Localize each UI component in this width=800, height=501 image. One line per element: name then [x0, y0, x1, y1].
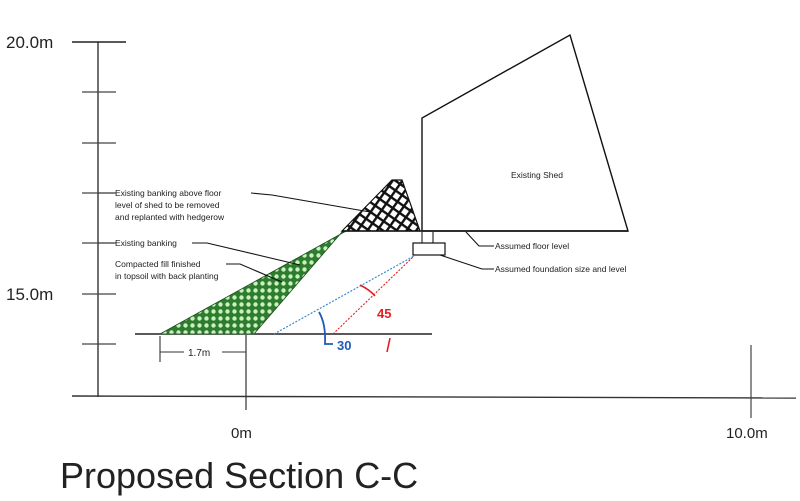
angle-arc-30	[318, 311, 333, 345]
leader-line	[226, 263, 283, 283]
dimension-1-7m: 1.7m	[159, 336, 246, 362]
leader-line	[250, 192, 371, 213]
angle-line-30	[273, 255, 415, 335]
annotation-existing-banking: Existing banking	[98, 238, 301, 266]
horizontal-axis: 0m 10.0m	[71, 335, 797, 442]
annotation-foundation: Assumed foundation size and level	[439, 254, 626, 274]
foundation	[412, 231, 446, 256]
leader-line	[192, 242, 301, 266]
leader-line	[465, 231, 494, 247]
annotation-compacted-fill: Compacted fill finished in topsoil with …	[115, 259, 283, 283]
annotation-floor-level: Assumed floor level	[465, 231, 569, 251]
label-15m: 15.0m	[6, 285, 53, 304]
note-line-1: Compacted fill finished	[115, 259, 201, 269]
note-line-2: in topsoil with back planting	[115, 271, 219, 281]
label-10m: 10.0m	[726, 425, 768, 442]
angle-arc-45	[359, 284, 376, 297]
shed-label: Existing Shed	[511, 170, 563, 180]
leader-line	[439, 254, 494, 270]
label-20m: 20.0m	[6, 33, 53, 52]
foundation-block	[412, 242, 446, 256]
drawing-title: Proposed Section C-C	[60, 455, 418, 496]
horizontal-axis-line	[71, 395, 797, 399]
note-floor-level: Assumed floor level	[495, 241, 569, 251]
compacted-fill-area	[159, 229, 349, 335]
vertical-axis: 20.0m 15.0m	[6, 33, 126, 397]
dimension-label: 1.7m	[188, 348, 210, 359]
angle-label-45: 45	[377, 306, 391, 321]
note-line-1: Existing banking above floor	[115, 188, 221, 198]
banking-to-remove-area	[340, 179, 421, 232]
angle-label-30: 30	[337, 338, 351, 353]
existing-shed	[421, 33, 629, 232]
note-foundation: Assumed foundation size and level	[495, 264, 626, 274]
label-0m: 0m	[231, 425, 252, 442]
note-existing-banking: Existing banking	[115, 238, 177, 248]
annotation-banking-above-floor: Existing banking above floor level of sh…	[98, 188, 371, 222]
angle-arc-45b	[386, 337, 391, 353]
note-line-2: level of shed to be removed	[115, 200, 220, 210]
note-line-3: and replanted with hedgerow	[115, 212, 225, 222]
